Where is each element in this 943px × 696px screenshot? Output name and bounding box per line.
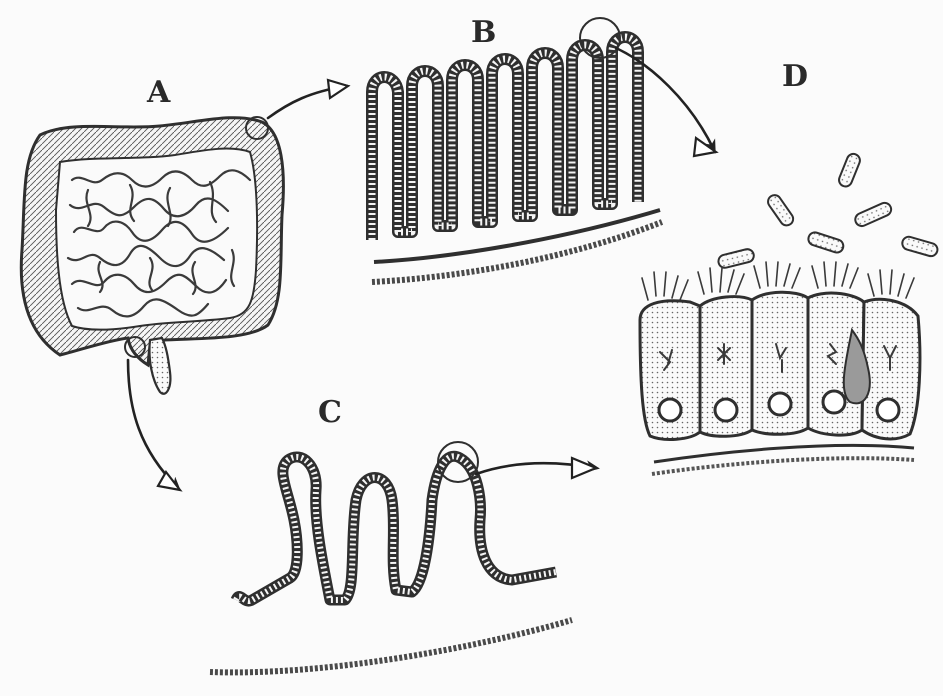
bacterium — [837, 152, 862, 188]
panel-label-d: D — [782, 62, 808, 92]
cell-nucleus — [769, 393, 791, 415]
bacterium — [717, 248, 755, 269]
panel-b-villi — [372, 18, 662, 282]
small-intestine-coils — [56, 149, 257, 330]
bacterium — [853, 201, 893, 228]
cell-nucleus — [823, 391, 845, 413]
cell-nucleus — [715, 399, 737, 421]
cell-nucleus — [877, 399, 899, 421]
panel-label-b: B — [471, 18, 496, 48]
mucosa-base-membrane — [210, 620, 572, 672]
cell-nucleus — [659, 399, 681, 421]
arrow-b-to-d — [616, 48, 714, 150]
panel-c-mucosa — [210, 442, 572, 672]
panel-label-c: C — [318, 398, 342, 428]
panel-a-intestine — [21, 117, 283, 394]
panel-d-epithelium — [640, 152, 939, 474]
appendix — [149, 338, 170, 394]
panel-label-a: A — [147, 78, 170, 108]
bacterium — [807, 231, 845, 254]
bacterium — [901, 235, 939, 257]
bacterium — [766, 193, 796, 228]
